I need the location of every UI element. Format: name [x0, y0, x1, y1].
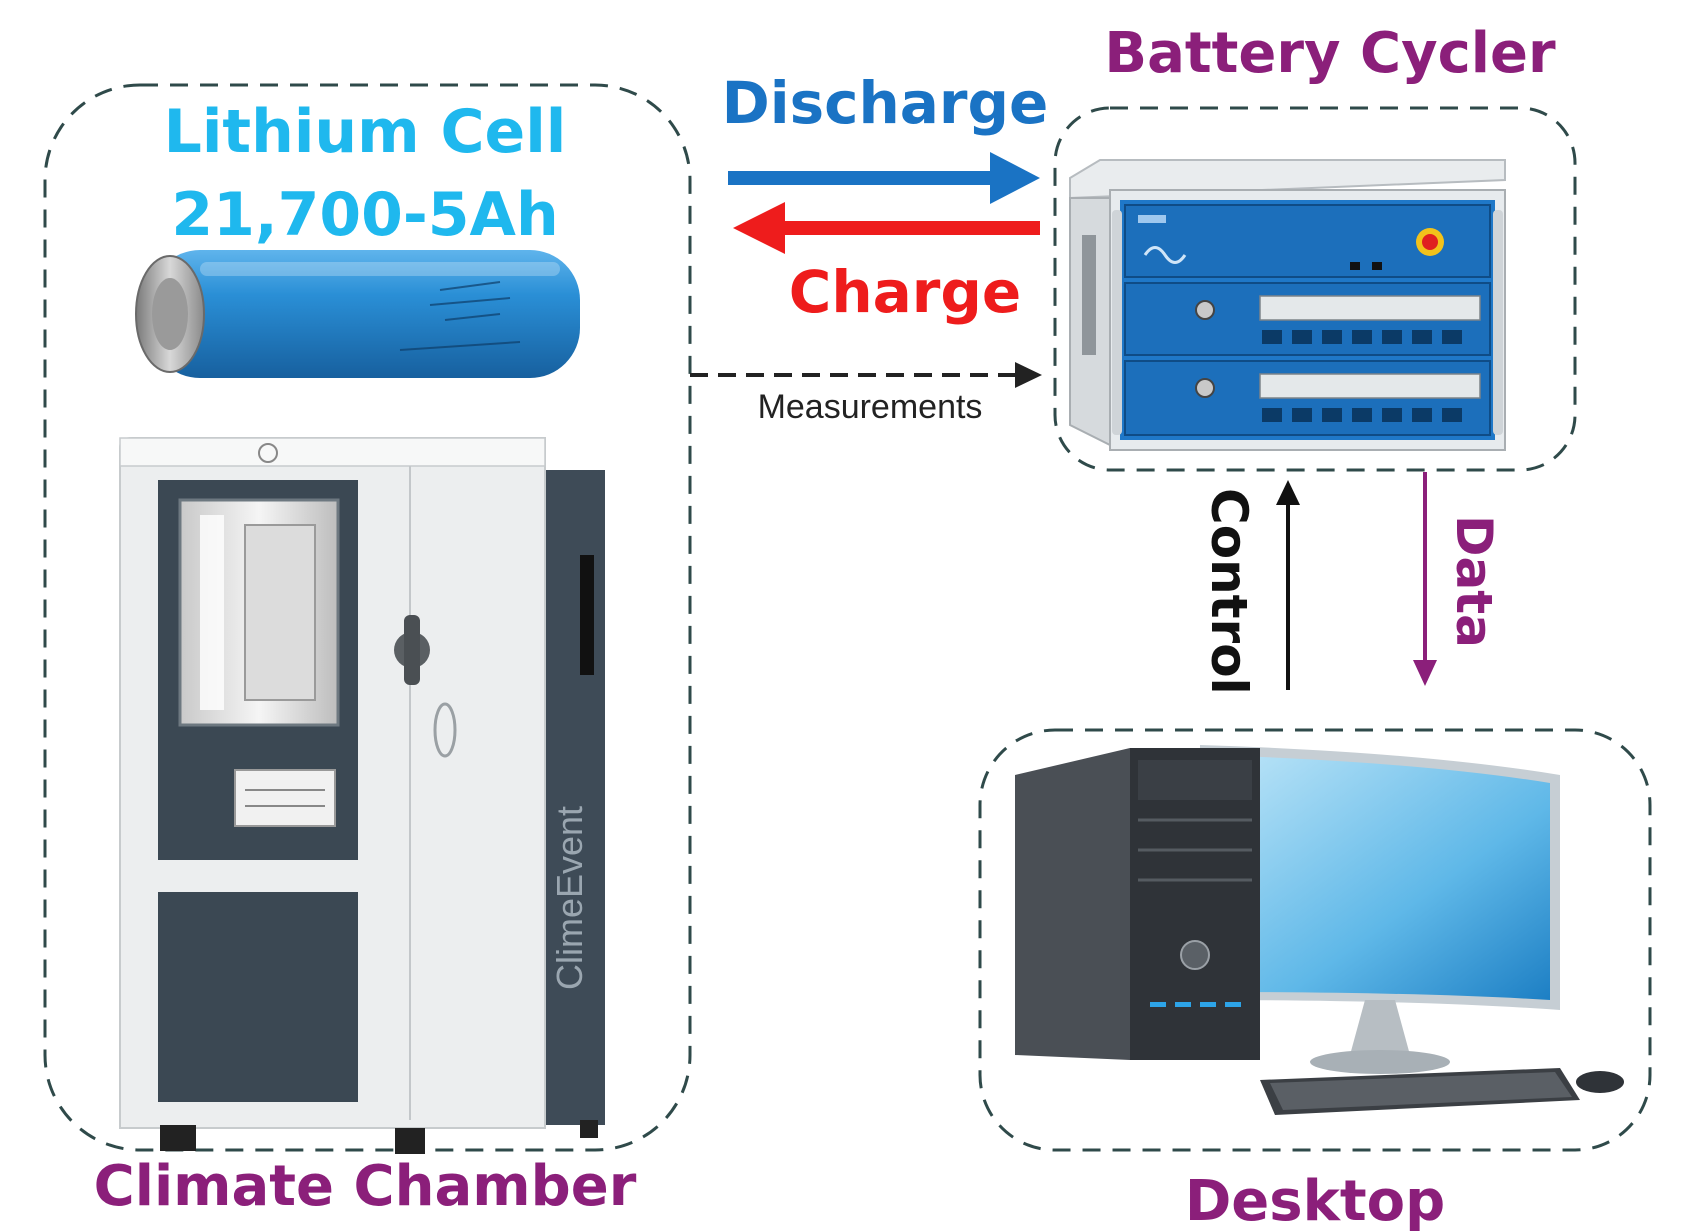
measurements-arrow — [690, 362, 1042, 388]
charge-label: Charge — [789, 258, 1021, 326]
battery-cycler-group — [1053, 106, 1577, 472]
chamber-brand: ClimeEvent — [549, 806, 590, 990]
charge-arrow — [733, 202, 1040, 254]
battery-cycler-icon — [1069, 159, 1506, 451]
climate-chamber-icon: ClimeEvent — [119, 437, 605, 1154]
cell-spec: 21,700-5Ah — [171, 180, 558, 250]
discharge-label: Discharge — [722, 69, 1049, 137]
battery-cell-icon — [135, 250, 580, 378]
control-label: Control — [1200, 488, 1258, 695]
cell-title: Lithium Cell — [164, 97, 567, 167]
control-arrow — [1276, 480, 1300, 690]
desktop-computer-icon — [1015, 745, 1624, 1115]
battery-cycler-label: Battery Cycler — [1104, 21, 1556, 86]
measurements-label: Measurements — [758, 388, 983, 426]
data-label: Data — [1445, 515, 1503, 648]
desktop-label: Desktop — [1185, 1169, 1445, 1231]
discharge-arrow — [728, 152, 1040, 204]
climate-chamber-group — [43, 83, 692, 1152]
climate-chamber-label: Climate Chamber — [94, 1154, 637, 1219]
data-arrow — [1413, 472, 1437, 686]
